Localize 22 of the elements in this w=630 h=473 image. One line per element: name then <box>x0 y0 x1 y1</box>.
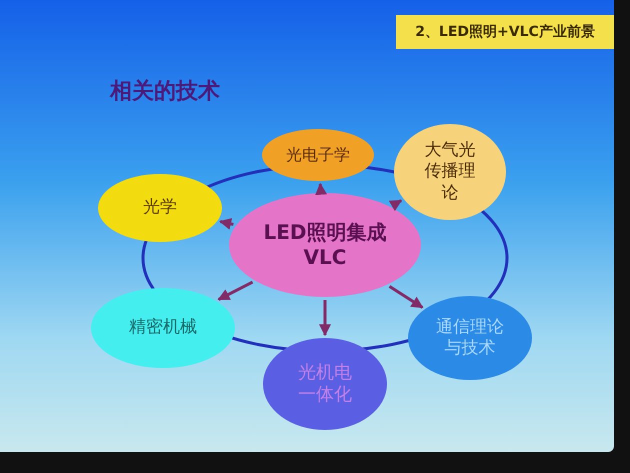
ellipse-node <box>98 174 222 242</box>
node-label: LED照明集成VLC <box>262 220 388 270</box>
section-heading: 相关的技术 <box>110 78 220 106</box>
ellipse-node <box>229 193 421 297</box>
slide-title: 2、LED照明+VLC产业前景 <box>396 15 614 49</box>
node-label: 通信理论与技术 <box>435 316 505 360</box>
arrow <box>315 182 328 196</box>
node-label: 光学 <box>142 197 178 219</box>
arrow <box>388 285 424 309</box>
node-label: 光电子学 <box>285 145 351 165</box>
ellipse-node <box>394 124 506 220</box>
ellipse-node <box>408 296 532 380</box>
arrow <box>218 280 254 301</box>
node-label: 大气光传播理论 <box>424 140 476 204</box>
ellipse-node <box>263 338 387 430</box>
ellipse-node <box>91 288 235 368</box>
arrow <box>319 300 331 336</box>
node-label: 精密机械 <box>128 317 198 339</box>
arrow <box>219 218 234 230</box>
arrow <box>388 199 402 212</box>
ellipse-node <box>262 129 374 181</box>
node-label: 光机电一体化 <box>297 362 353 406</box>
